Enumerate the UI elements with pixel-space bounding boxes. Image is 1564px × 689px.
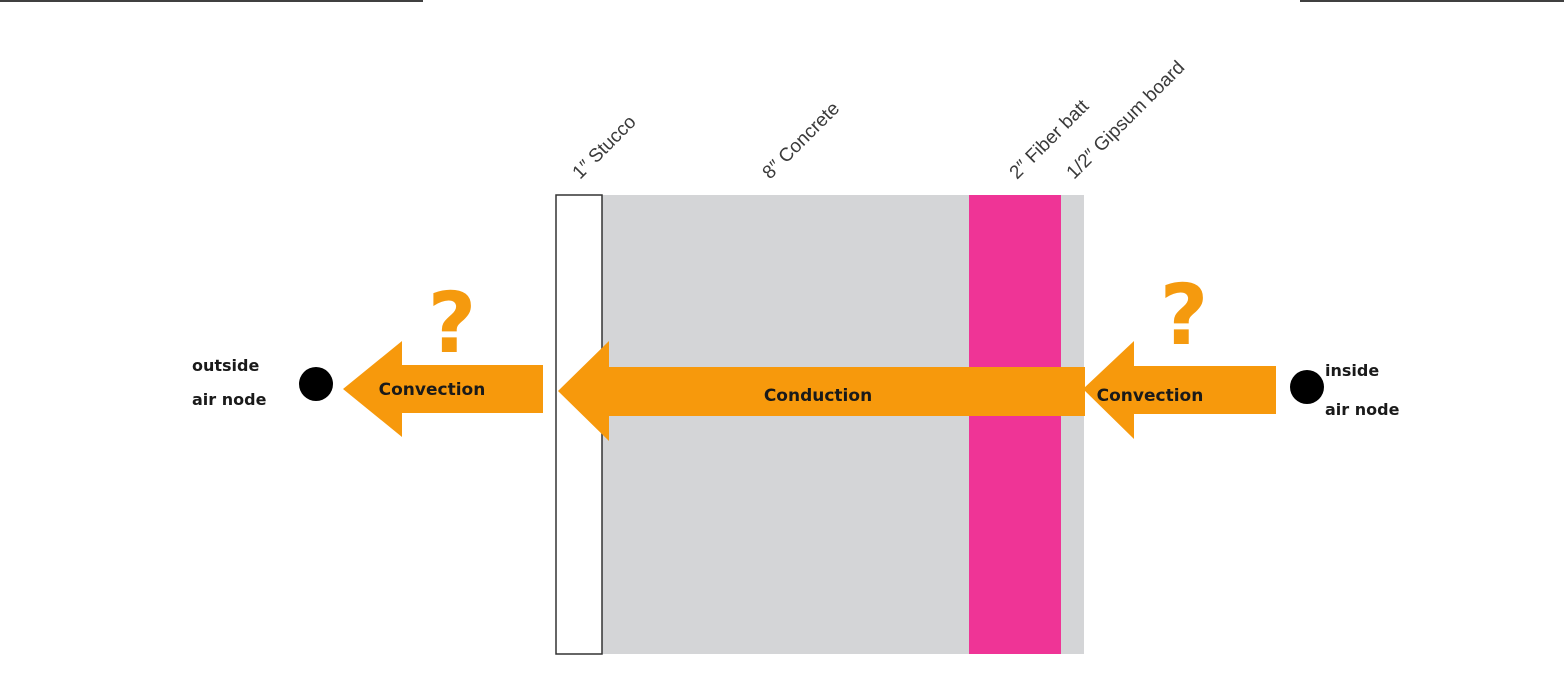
gypsum-board-layer [1061,195,1084,654]
outside-convection-label: Convection [379,380,486,400]
outside-node-label-line1: outside [192,356,259,375]
outside-air-node [299,367,333,401]
concrete-layer [602,195,970,654]
inside-air-node [1290,370,1324,404]
inside-node-label-line2: air node [1325,400,1400,419]
fiber-batt-layer [969,195,1061,654]
conduction-arrow [558,341,1085,441]
inside-node-label-line1: inside [1325,361,1379,380]
inside-question-mark: ? [1160,266,1209,364]
outside-convection-arrow [343,341,543,437]
outside-question-mark: ? [428,274,477,372]
stucco-label: 1″ Stucco [569,112,641,184]
inside-convection-label: Convection [1097,386,1204,406]
inside-convection-arrow [1083,341,1276,439]
outside-node-label-line2: air node [192,390,267,409]
conduction-label: Conduction [764,386,872,406]
concrete-label: 8″ Concrete [759,98,844,183]
